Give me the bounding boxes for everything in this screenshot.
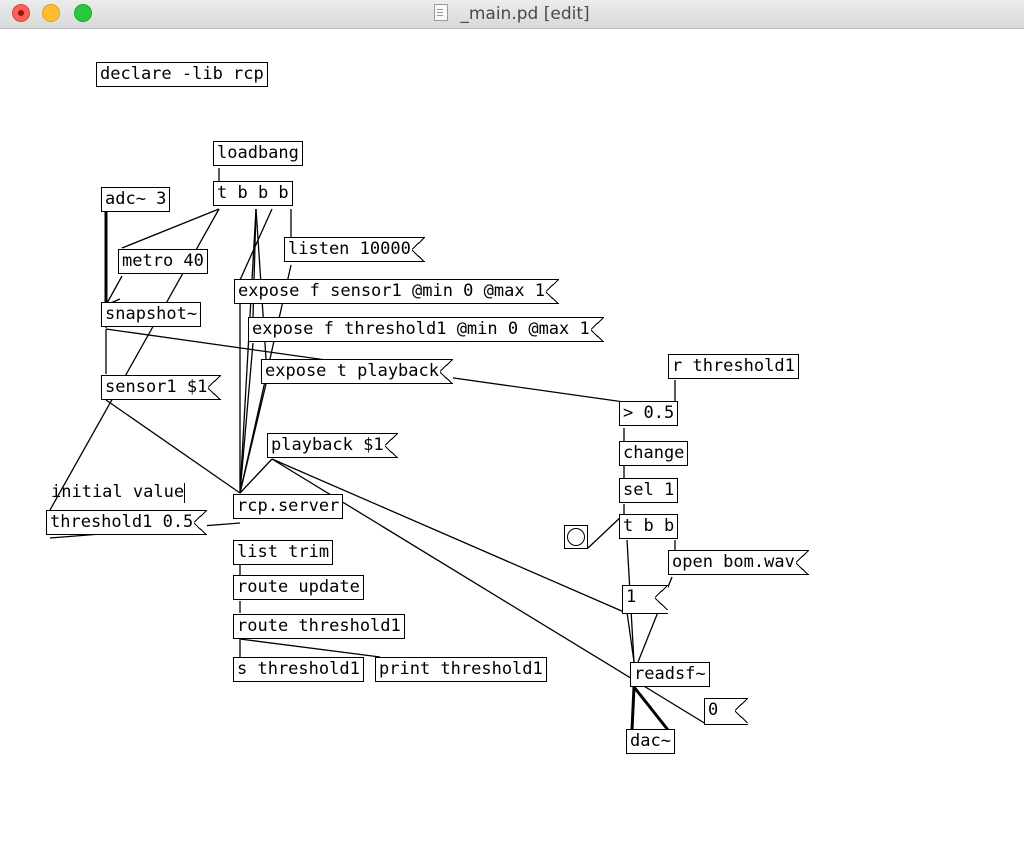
metro-object[interactable]: metro 40: [118, 249, 208, 274]
declare-object[interactable]: declare -lib rcp: [96, 62, 268, 87]
threshold-message[interactable]: threshold1 0.5: [46, 510, 208, 535]
metro-label: metro 40: [122, 251, 204, 271]
window-title-text: _main.pd [edit]: [460, 4, 590, 24]
document-icon: [434, 4, 449, 21]
route-threshold-label: route threshold1: [237, 616, 401, 636]
readsf-label: readsf~: [634, 664, 706, 684]
zero-msg-label: 0: [708, 700, 719, 720]
window-title: _main.pd [edit]: [0, 4, 1024, 24]
trigger-bbb-object[interactable]: t b b b: [213, 181, 293, 206]
expose-sensor-message[interactable]: expose f sensor1 @min 0 @max 1: [234, 279, 560, 304]
playback-msg-label: playback $1: [271, 435, 384, 455]
rcp-server-label: rcp.server: [237, 496, 340, 516]
initial-value-label: initial value: [51, 482, 185, 502]
open-msg-label: open bom.wav: [672, 552, 795, 572]
zoom-button[interactable]: [74, 4, 92, 22]
playback-message[interactable]: playback $1: [267, 433, 398, 458]
listen-message[interactable]: listen 10000: [284, 237, 425, 262]
sensor-message[interactable]: sensor1 $1: [101, 375, 222, 400]
route-threshold-object[interactable]: route threshold1: [233, 614, 405, 639]
trigger-bb-object[interactable]: t b b: [619, 514, 679, 539]
close-button[interactable]: [12, 4, 30, 22]
change-label: change: [623, 443, 685, 463]
trigger-bb-label: t b b: [623, 516, 675, 536]
initial-value-comment[interactable]: initial value: [48, 481, 187, 506]
adc-label: adc~ 3: [105, 189, 167, 209]
loadbang-label: loadbang: [217, 143, 299, 163]
snapshot-object[interactable]: snapshot~: [101, 302, 202, 327]
one-message[interactable]: 1: [622, 585, 668, 614]
r-threshold-label: r threshold1: [672, 356, 795, 376]
s-threshold-object[interactable]: s threshold1: [233, 657, 364, 682]
bang-button[interactable]: [564, 525, 588, 549]
change-object[interactable]: change: [619, 441, 689, 466]
route-update-object[interactable]: route update: [233, 575, 364, 600]
print-threshold-label: print threshold1: [379, 659, 543, 679]
list-trim-object[interactable]: list trim: [233, 540, 334, 565]
route-update-label: route update: [237, 577, 360, 597]
compare-label: > 0.5: [623, 403, 675, 423]
patch-wires: [49, 168, 707, 731]
compare-object[interactable]: > 0.5: [619, 401, 679, 426]
adc-object[interactable]: adc~ 3: [101, 187, 171, 212]
expose-playback-message[interactable]: expose t playback: [261, 359, 453, 384]
expose-sensor-label: expose f sensor1 @min 0 @max 1: [238, 281, 546, 301]
rcp-server-object[interactable]: rcp.server: [233, 494, 344, 519]
threshold-msg-label: threshold1 0.5: [50, 512, 194, 532]
list-trim-label: list trim: [237, 542, 330, 562]
trigger-bbb-label: t b b b: [217, 183, 289, 203]
open-message[interactable]: open bom.wav: [668, 550, 809, 575]
expose-threshold-message[interactable]: expose f threshold1 @min 0 @max 1: [248, 317, 604, 342]
patch-canvas[interactable]: declare -lib rcp loadbang t b b b adc~ 3…: [0, 29, 1024, 859]
readsf-object[interactable]: readsf~: [630, 662, 710, 687]
loadbang-object[interactable]: loadbang: [213, 141, 303, 166]
dac-object[interactable]: dac~: [626, 729, 675, 754]
declare-label: declare -lib rcp: [100, 64, 264, 84]
r-threshold-object[interactable]: r threshold1: [668, 354, 799, 379]
snapshot-label: snapshot~: [105, 304, 198, 324]
zero-message[interactable]: 0: [704, 698, 748, 725]
window-titlebar: _main.pd [edit]: [0, 0, 1024, 29]
expose-threshold-label: expose f threshold1 @min 0 @max 1: [252, 319, 590, 339]
dac-label: dac~: [630, 731, 671, 751]
one-msg-label: 1: [626, 587, 637, 607]
expose-playback-label: expose t playback: [265, 361, 439, 381]
sensor-msg-label: sensor1 $1: [105, 377, 208, 397]
s-threshold-label: s threshold1: [237, 659, 360, 679]
sel-label: sel 1: [623, 480, 675, 500]
sel-object[interactable]: sel 1: [619, 478, 679, 503]
listen-label: listen 10000: [288, 239, 411, 259]
print-threshold-object[interactable]: print threshold1: [375, 657, 547, 682]
minimize-button[interactable]: [42, 4, 60, 22]
